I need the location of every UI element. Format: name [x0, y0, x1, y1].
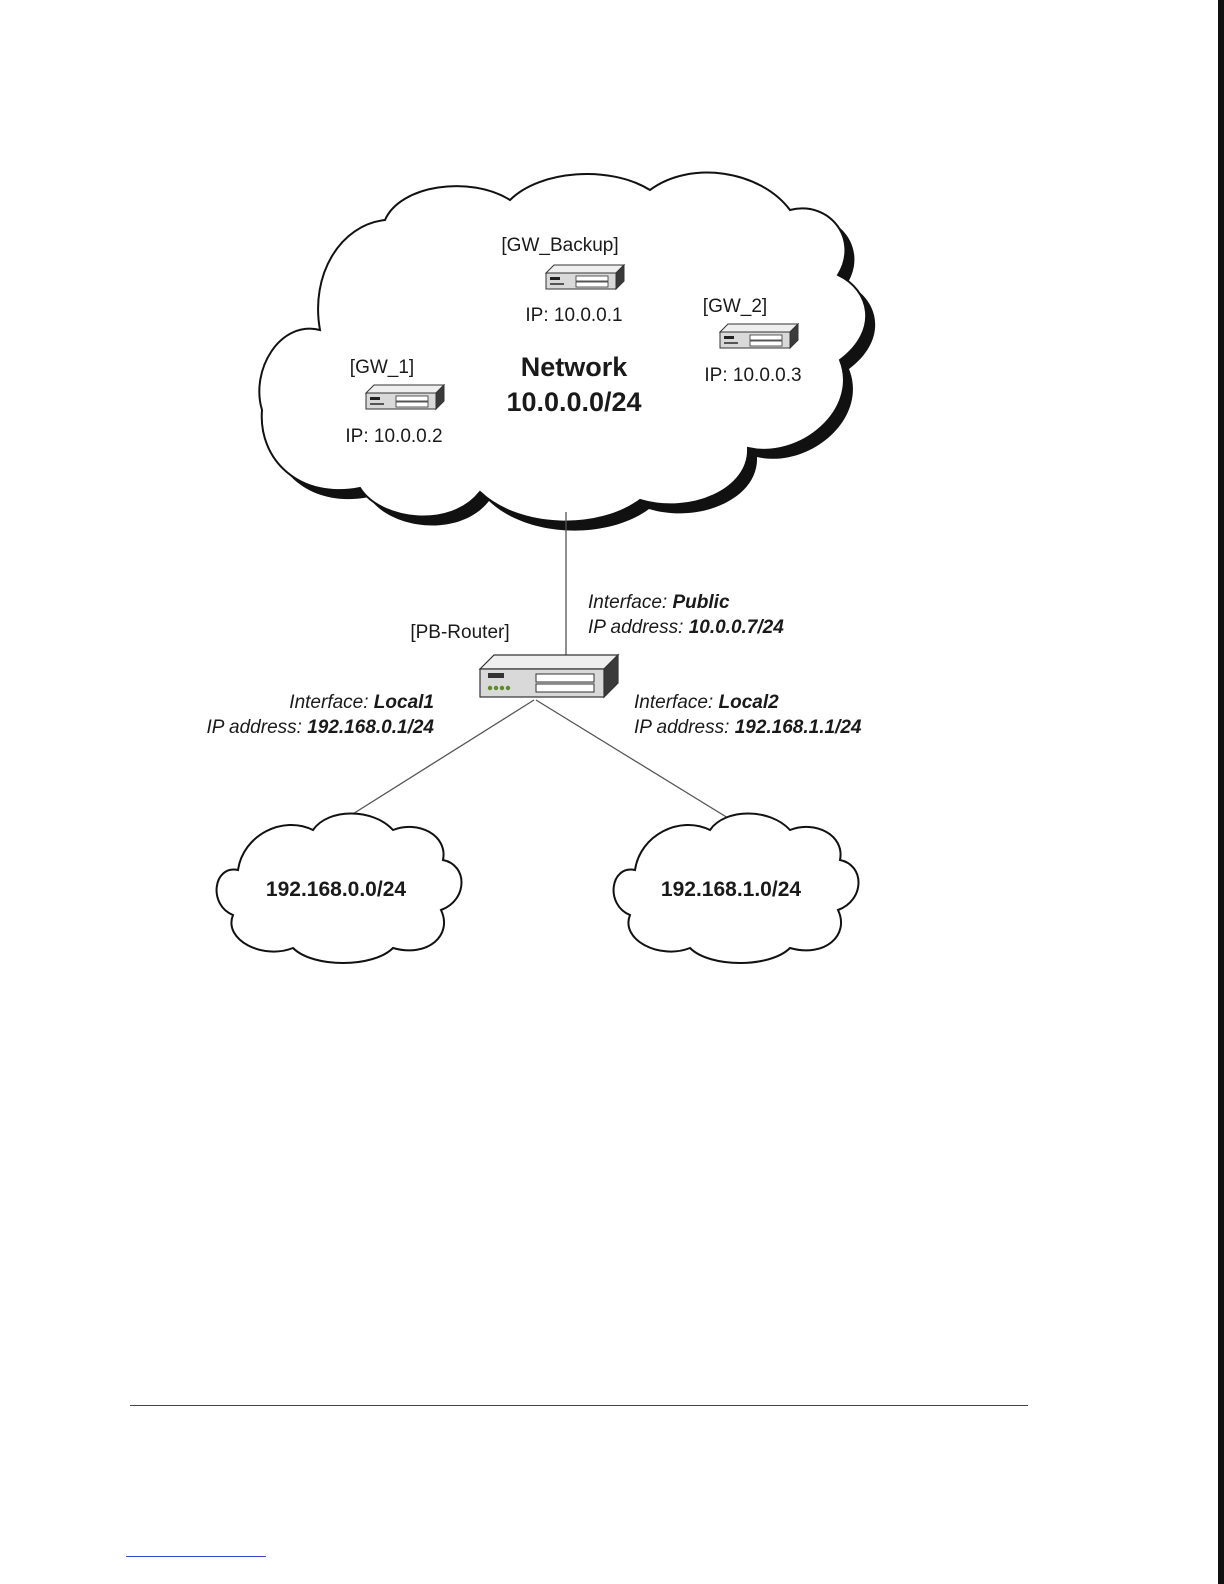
interface-local1-ip: IP address: 192.168.0.1/24 [207, 717, 435, 738]
interface-public-ip: IP address: 10.0.0.7/24 [588, 617, 784, 638]
gw-2-name: [GW_2] [703, 296, 767, 317]
gw-2-device-icon [720, 324, 798, 348]
network-address: 10.0.0.0/24 [506, 387, 641, 417]
footer-link-underline [126, 1556, 266, 1557]
gw-2-ip: IP: 10.0.0.3 [704, 365, 801, 386]
subnet-left-label: 192.168.0.0/24 [266, 878, 406, 901]
interface-local2-ip: IP address: 192.168.1.1/24 [634, 717, 862, 738]
footer-divider [130, 1405, 1028, 1406]
interface-local2-label: Interface: Local2 [634, 692, 779, 713]
gw-1-name: [GW_1] [350, 357, 414, 378]
gw-1-ip: IP: 10.0.0.2 [345, 426, 442, 447]
gw-backup-name: [GW_Backup] [501, 235, 618, 256]
subnet-right-label: 192.168.1.0/24 [661, 878, 801, 901]
router-name: [PB-Router] [410, 622, 509, 643]
router-device-icon [480, 655, 618, 697]
gw-backup-device-icon [546, 265, 624, 289]
interface-public-label: Interface: Public [588, 592, 730, 613]
network-title: Network [521, 352, 629, 382]
gw-1-device-icon [366, 385, 444, 409]
gw-backup-ip: IP: 10.0.0.1 [525, 305, 622, 326]
page-edge-bar [1218, 0, 1224, 1584]
interface-local1-label: Interface: Local1 [289, 692, 434, 713]
